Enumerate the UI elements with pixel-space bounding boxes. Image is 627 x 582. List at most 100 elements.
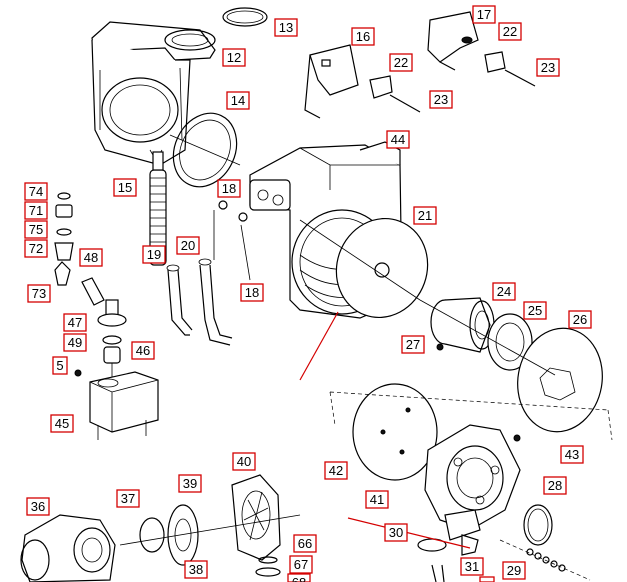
svg-text:46: 46 <box>136 343 150 358</box>
svg-text:49: 49 <box>68 335 82 350</box>
flex-hose-part <box>149 151 167 266</box>
callout-13: 13 <box>274 18 298 37</box>
callout-27: 27 <box>401 335 425 354</box>
svg-text:28: 28 <box>548 478 562 493</box>
impeller-housing-part <box>231 474 281 561</box>
svg-text:20: 20 <box>181 238 195 253</box>
nut-part <box>436 343 444 351</box>
svg-text:72: 72 <box>29 241 43 256</box>
svg-text:27: 27 <box>406 337 420 352</box>
mounting-block-part <box>89 371 159 440</box>
callout-75: 75 <box>24 220 48 239</box>
svg-text:68: 68 <box>292 575 306 582</box>
svg-text:30: 30 <box>389 525 403 540</box>
callout-71: 71 <box>24 201 48 220</box>
callout-21: 21 <box>413 206 437 225</box>
callout-22: 22 <box>389 53 413 72</box>
callout-31: 31 <box>460 557 484 576</box>
baffle-disc-part <box>335 217 429 319</box>
callout-48: 48 <box>79 248 103 267</box>
callout-30: 30 <box>384 523 408 542</box>
back-plate-part <box>517 327 603 433</box>
callout-43: 43 <box>560 445 584 464</box>
callout-39: 39 <box>178 474 202 493</box>
callout-47: 47 <box>63 313 87 332</box>
svg-text:41: 41 <box>370 492 384 507</box>
callout-68: 68 <box>287 573 311 582</box>
washer-part <box>258 556 278 564</box>
callout-14: 14 <box>226 91 250 110</box>
screw-part <box>504 69 536 87</box>
screw-part <box>513 434 521 442</box>
callout-41: 41 <box>365 490 389 509</box>
svg-text:21: 21 <box>418 208 432 223</box>
callout-26: 26 <box>568 310 592 329</box>
flange-gasket-part <box>172 112 238 188</box>
o-ring-part <box>523 504 553 546</box>
bracket-16-part <box>304 44 359 119</box>
callout-23: 23 <box>429 90 453 109</box>
svg-text:67: 67 <box>294 557 308 572</box>
svg-text:31: 31 <box>465 559 479 574</box>
svg-text:22: 22 <box>503 24 517 39</box>
clip-part <box>218 200 228 210</box>
callout-40: 40 <box>232 452 256 471</box>
callout-16: 16 <box>351 27 375 46</box>
svg-text:5: 5 <box>56 358 63 373</box>
callout-44: 44 <box>386 130 410 149</box>
callout-25: 25 <box>523 301 547 320</box>
svg-text:16: 16 <box>356 29 370 44</box>
callout-15: 15 <box>113 178 137 197</box>
callout-18: 18 <box>217 179 241 198</box>
svg-text:12: 12 <box>227 50 241 65</box>
screw-part <box>389 94 421 113</box>
callout-5: 5 <box>52 356 68 375</box>
svg-text:18: 18 <box>222 181 236 196</box>
valve-stack-part <box>97 299 127 380</box>
svg-text:47: 47 <box>68 315 82 330</box>
front-door-part <box>424 424 521 541</box>
svg-text:43: 43 <box>565 447 579 462</box>
callout-49: 49 <box>63 333 87 352</box>
pin-part <box>81 277 105 306</box>
svg-text:15: 15 <box>118 180 132 195</box>
washer-set-part <box>526 548 566 572</box>
svg-text:75: 75 <box>29 222 43 237</box>
callout-73: 73 <box>27 284 51 303</box>
callout-38: 38 <box>184 560 208 579</box>
svg-text:48: 48 <box>84 250 98 265</box>
svg-text:66: 66 <box>298 536 312 551</box>
cut-off-callout <box>479 576 495 582</box>
svg-text:44: 44 <box>391 132 405 147</box>
callout-36: 36 <box>26 497 50 516</box>
callout-17: 17 <box>472 5 496 24</box>
svg-text:39: 39 <box>183 476 197 491</box>
fan-flange-part <box>167 504 199 566</box>
callout-46: 46 <box>131 341 155 360</box>
svg-text:24: 24 <box>497 284 511 299</box>
callout-22: 22 <box>498 22 522 41</box>
svg-text:45: 45 <box>55 416 69 431</box>
svg-text:71: 71 <box>29 203 43 218</box>
svg-text:14: 14 <box>231 93 245 108</box>
callout-23: 23 <box>536 58 560 77</box>
washer-part <box>255 567 281 577</box>
annotation-arrows <box>299 311 471 549</box>
callout-19: 19 <box>142 245 166 264</box>
callout-20: 20 <box>176 236 200 255</box>
svg-text:26: 26 <box>573 312 587 327</box>
callout-28: 28 <box>543 476 567 495</box>
callout-37: 37 <box>116 489 140 508</box>
callout-18: 18 <box>240 283 264 302</box>
svg-text:23: 23 <box>541 60 555 75</box>
seal-ring-part <box>139 517 165 553</box>
callout-67: 67 <box>289 555 313 574</box>
gasket-ring-part <box>222 7 268 27</box>
screw-part <box>74 369 82 377</box>
svg-text:19: 19 <box>147 247 161 262</box>
svg-text:23: 23 <box>434 92 448 107</box>
clip-part <box>238 212 248 222</box>
callout-74: 74 <box>24 182 48 201</box>
callout-24: 24 <box>492 282 516 301</box>
